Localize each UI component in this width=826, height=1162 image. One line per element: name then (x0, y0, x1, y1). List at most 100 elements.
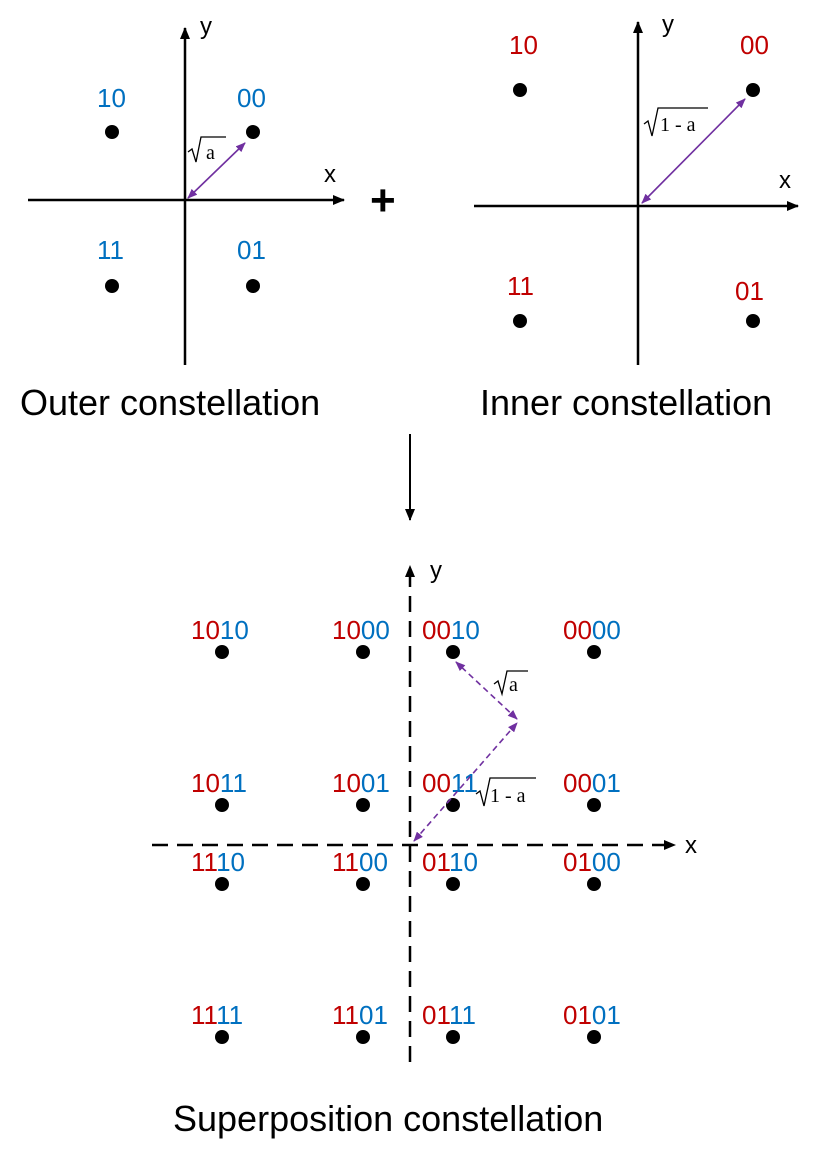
super-point-label: 1000 (332, 615, 390, 645)
super-label-inner-bits: 11 (220, 768, 247, 798)
inner-y-label: y (662, 11, 674, 38)
super-label-outer-bits: 11 (332, 847, 359, 877)
super-point-label: 1100 (332, 847, 388, 877)
super-point (215, 877, 229, 891)
plus-sign: + (370, 176, 396, 225)
super-label-outer-bits: 00 (563, 615, 592, 645)
super-point (587, 1030, 601, 1044)
outer-radius-text: a (206, 142, 215, 164)
super-label-inner-bits: 10 (451, 615, 480, 645)
outer-y-label: y (200, 13, 212, 40)
super-label-inner-bits: 01 (359, 1000, 388, 1030)
inner-radius-text: 1 - a (660, 114, 696, 136)
super-point-label: 0011 (422, 768, 478, 798)
super-point-label: 1110 (191, 847, 245, 877)
super-caption: Superposition constellation (173, 1098, 603, 1139)
super-label-outer-bits: 11 (191, 847, 218, 877)
super-point (587, 645, 601, 659)
super-point (215, 798, 229, 812)
super-outer-vector (413, 722, 518, 842)
super-point (356, 798, 370, 812)
inner-caption: Inner constellation (480, 382, 772, 423)
inner-radius-arrow (641, 98, 746, 204)
super-point-label: 1001 (332, 768, 390, 798)
super-label-inner-bits: 10 (449, 847, 478, 877)
super-point (446, 798, 460, 812)
super-radius-outer-text: a (509, 674, 518, 696)
super-label-outer-bits: 10 (191, 768, 220, 798)
super-label-inner-bits: 11 (216, 1000, 243, 1030)
super-label-inner-bits: 10 (220, 615, 249, 645)
super-label-inner-bits: 01 (361, 768, 390, 798)
super-point (356, 1030, 370, 1044)
super-point (215, 645, 229, 659)
outer-point-01 (246, 279, 260, 293)
inner-label-00: 00 (740, 30, 769, 60)
super-point-label: 0101 (563, 1000, 621, 1030)
outer-constellation: x y 10 00 11 01 a Outer constellation (20, 13, 345, 423)
inner-label-10: 10 (509, 30, 538, 60)
outer-point-10 (105, 125, 119, 139)
super-label-outer-bits: 01 (563, 847, 592, 877)
outer-radius-arrow (187, 142, 246, 199)
super-label-inner-bits: 10 (216, 847, 245, 877)
super-point-label: 0100 (563, 847, 621, 877)
super-point-label: 1101 (332, 1000, 388, 1030)
super-point (587, 798, 601, 812)
outer-label-00: 00 (237, 83, 266, 113)
outer-point-11 (105, 279, 119, 293)
super-sqrt-a-label: a (493, 670, 528, 697)
outer-x-label: x (324, 161, 336, 188)
super-point-label: 0111 (422, 1000, 476, 1030)
outer-sqrt-label: a (187, 136, 226, 164)
inner-label-11: 11 (507, 271, 534, 301)
super-label-outer-bits: 00 (422, 615, 451, 645)
super-point-label: 1111 (191, 1000, 243, 1030)
super-inner-vector (455, 661, 518, 720)
super-point-label: 0000 (563, 615, 621, 645)
super-point-label: 1010 (191, 615, 249, 645)
outer-label-01: 01 (237, 235, 266, 265)
inner-sqrt-label: 1 - a (643, 107, 708, 137)
super-label-inner-bits: 11 (449, 1000, 476, 1030)
super-label-outer-bits: 11 (191, 1000, 218, 1030)
inner-point-10 (513, 83, 527, 97)
super-label-inner-bits: 01 (592, 768, 621, 798)
super-label-outer-bits: 01 (422, 847, 450, 877)
super-x-label: x (685, 832, 697, 859)
super-label-outer-bits: 10 (332, 768, 361, 798)
super-point (446, 1030, 460, 1044)
super-point (356, 877, 370, 891)
super-point (446, 877, 460, 891)
super-point-label: 0001 (563, 768, 621, 798)
outer-point-00 (246, 125, 260, 139)
super-point (446, 645, 460, 659)
super-label-inner-bits: 01 (592, 1000, 621, 1030)
super-point (587, 877, 601, 891)
inner-point-01 (746, 314, 760, 328)
inner-point-11 (513, 314, 527, 328)
outer-label-10: 10 (97, 83, 126, 113)
super-point (215, 1030, 229, 1044)
super-label-outer-bits: 11 (332, 1000, 359, 1030)
super-label-outer-bits: 01 (563, 1000, 592, 1030)
super-point-label: 0010 (422, 615, 480, 645)
super-label-outer-bits: 00 (422, 768, 451, 798)
super-label-outer-bits: 10 (191, 615, 220, 645)
super-point-label: 1011 (191, 768, 247, 798)
super-radius-inner-text: 1 - a (490, 785, 526, 807)
super-point (356, 645, 370, 659)
inner-constellation: x y 10 00 11 01 1 - a Inner constellatio… (474, 11, 799, 423)
inner-label-01: 01 (735, 276, 764, 306)
super-label-outer-bits: 01 (422, 1000, 450, 1030)
super-label-inner-bits: 00 (592, 615, 621, 645)
super-label-inner-bits: 00 (359, 847, 388, 877)
outer-label-11: 11 (97, 235, 124, 265)
inner-point-00 (746, 83, 760, 97)
super-label-inner-bits: 00 (361, 615, 390, 645)
inner-x-label: x (779, 167, 791, 194)
